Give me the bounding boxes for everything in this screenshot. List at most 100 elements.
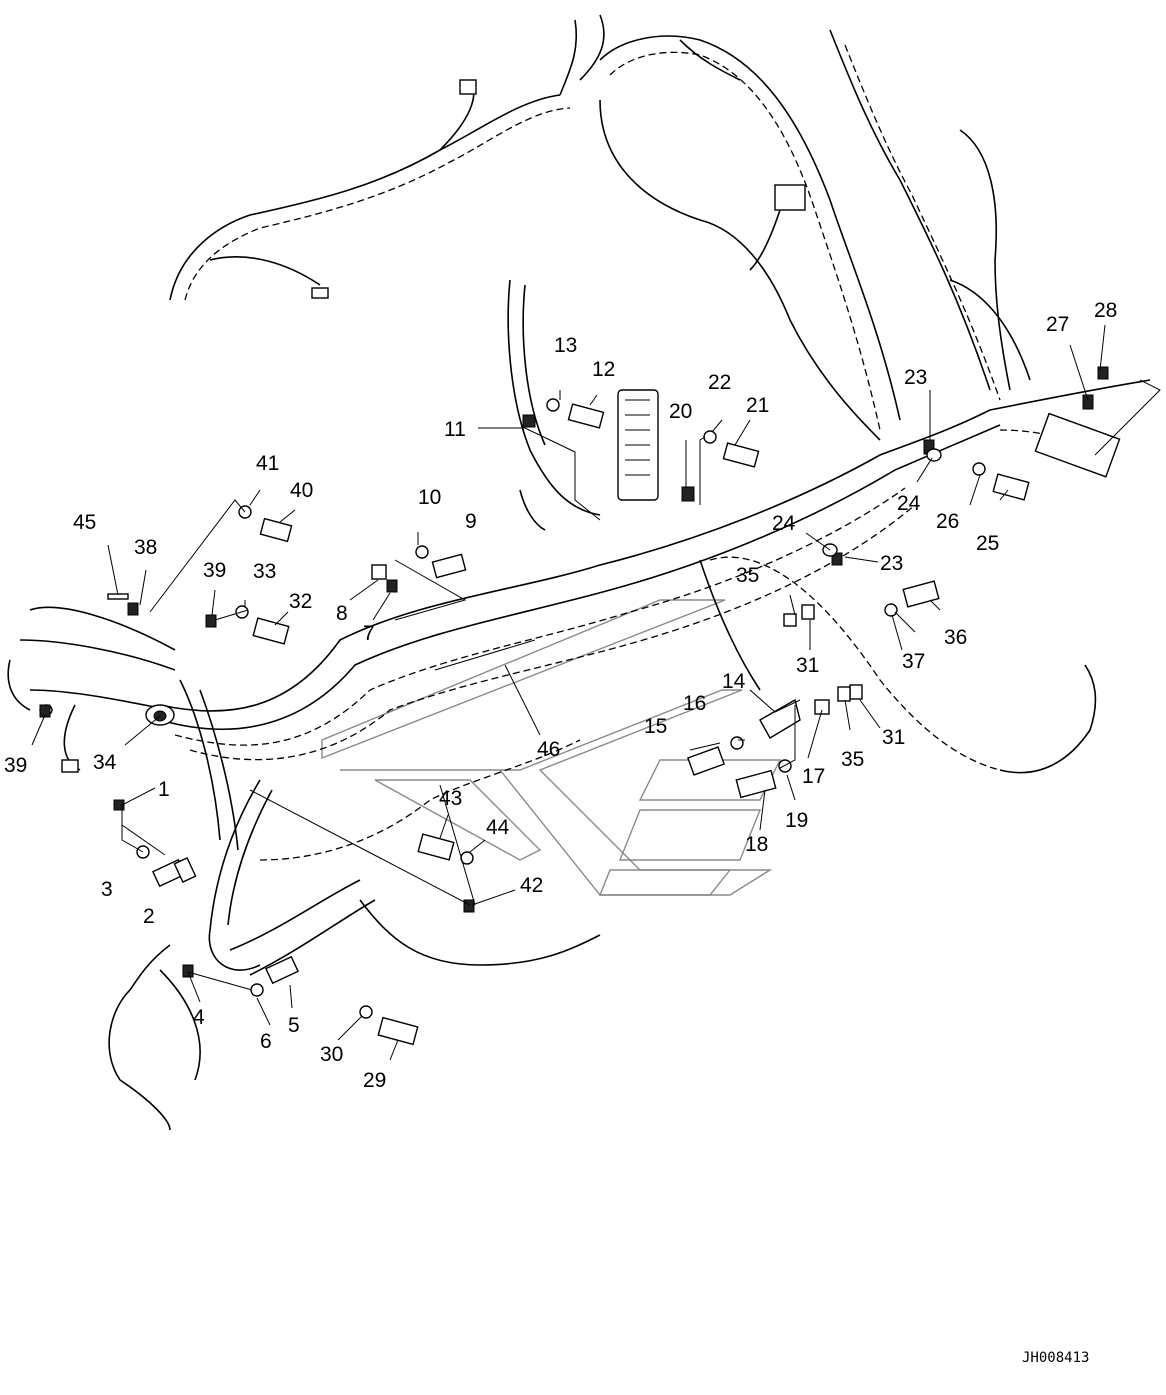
clamp-28 <box>1097 366 1109 380</box>
bolt-9 <box>431 553 467 579</box>
callout-41[interactable]: 41 <box>256 452 279 475</box>
bracket-14 <box>759 698 801 739</box>
drawing-reference-code: JH008413 <box>1022 1350 1089 1366</box>
bolt-21 <box>722 442 760 468</box>
callout-40[interactable]: 40 <box>290 479 313 502</box>
callout-2[interactable]: 2 <box>143 905 155 928</box>
callout-37[interactable]: 37 <box>902 650 925 673</box>
callout-26[interactable]: 26 <box>936 510 959 533</box>
callout-11[interactable]: 11 <box>444 418 466 441</box>
callout-17[interactable]: 17 <box>802 765 825 788</box>
bolt-15 <box>686 746 726 776</box>
bolt-12 <box>567 403 605 429</box>
callout-28[interactable]: 28 <box>1094 299 1117 322</box>
callout-35-upper[interactable]: 35 <box>736 564 759 587</box>
callout-30[interactable]: 30 <box>320 1043 343 1066</box>
clamp-11 <box>522 414 536 428</box>
left-upper-module <box>7 606 176 773</box>
washer-30 <box>359 1005 373 1019</box>
clamp-27 <box>1082 394 1094 410</box>
callout-22[interactable]: 22 <box>708 371 731 394</box>
bolt-25 <box>992 473 1030 501</box>
bolt-40 <box>259 517 293 543</box>
clamp-39-lower <box>39 704 51 718</box>
washer-6 <box>250 983 264 997</box>
callout-10[interactable]: 10 <box>418 486 441 509</box>
callout-36[interactable]: 36 <box>944 626 967 649</box>
left-lower-branch <box>108 679 601 1131</box>
callout-16[interactable]: 16 <box>683 692 706 715</box>
callout-12[interactable]: 12 <box>592 358 615 381</box>
washer-16 <box>730 736 744 750</box>
callout-7[interactable]: 7 <box>363 622 375 645</box>
callout-8[interactable]: 8 <box>336 602 348 625</box>
callout-46[interactable]: 46 <box>537 738 560 761</box>
callout-38[interactable]: 38 <box>134 536 157 559</box>
spacer-17 <box>814 699 830 715</box>
callout-29[interactable]: 29 <box>363 1069 386 1092</box>
bolt-29 <box>377 1016 419 1046</box>
clamp-39-upper <box>205 614 217 628</box>
callout-33[interactable]: 33 <box>253 560 276 583</box>
spacer-31-lower <box>849 684 863 700</box>
spacer-35-upper <box>783 613 797 627</box>
spacer-35-lower <box>837 686 851 702</box>
callout-1[interactable]: 1 <box>158 778 170 801</box>
callout-34[interactable]: 34 <box>93 751 117 774</box>
clamp-42 <box>463 899 475 913</box>
callout-21[interactable]: 21 <box>746 394 769 417</box>
callout-35-lower[interactable]: 35 <box>841 748 864 771</box>
watermark-logo <box>321 599 782 896</box>
clamp-20 <box>681 486 695 502</box>
callout-39-upper[interactable]: 39 <box>203 559 226 582</box>
washer-37 <box>884 603 898 617</box>
upper-right-branch <box>829 29 1151 478</box>
callout-32[interactable]: 32 <box>289 590 312 613</box>
callout-44[interactable]: 44 <box>486 816 510 839</box>
callout-9[interactable]: 9 <box>465 510 477 533</box>
hardware-parts <box>39 366 1109 1046</box>
clamp-38 <box>127 602 139 616</box>
washer-22 <box>703 430 717 444</box>
washer-26 <box>972 462 986 476</box>
callout-15[interactable]: 15 <box>644 715 667 738</box>
callout-31-lower[interactable]: 31 <box>882 726 905 749</box>
callout-24-lower[interactable]: 24 <box>772 512 796 535</box>
callout-18[interactable]: 18 <box>745 833 768 856</box>
callout-19[interactable]: 19 <box>785 809 808 832</box>
callout-27[interactable]: 27 <box>1046 313 1069 336</box>
callout-39-lower[interactable]: 39 <box>4 754 27 777</box>
upper-center-branch <box>599 35 901 441</box>
leader-lines <box>31 324 1161 1061</box>
callout-31-upper[interactable]: 31 <box>796 654 819 677</box>
bolt-43 <box>417 833 455 861</box>
callout-24-upper[interactable]: 24 <box>897 492 921 515</box>
bolt-32 <box>252 617 290 645</box>
callout-25[interactable]: 25 <box>976 532 999 555</box>
right-lower-branch <box>699 556 1097 774</box>
bolt-2 <box>152 857 197 888</box>
callout-42[interactable]: 42 <box>520 874 543 897</box>
callout-23-lower[interactable]: 23 <box>880 552 903 575</box>
spacer-31-upper <box>801 604 815 620</box>
callout-5[interactable]: 5 <box>288 1014 300 1037</box>
callout-23-upper[interactable]: 23 <box>904 366 927 389</box>
bolt-18 <box>735 769 777 799</box>
callout-4[interactable]: 4 <box>193 1006 205 1029</box>
washer-19 <box>778 759 792 773</box>
center-connector-block <box>507 279 659 531</box>
washer-13 <box>546 398 560 412</box>
callout-6[interactable]: 6 <box>260 1030 272 1053</box>
callout-3[interactable]: 3 <box>101 878 113 901</box>
washer-10 <box>415 545 429 559</box>
callout-14[interactable]: 14 <box>722 670 746 693</box>
callout-20[interactable]: 20 <box>669 400 692 423</box>
callout-labels: 1 2 3 4 5 6 7 8 9 10 11 12 13 14 15 16 1… <box>4 299 1117 1092</box>
bolt-5 <box>265 955 299 985</box>
spacer-8 <box>371 564 387 580</box>
callout-13[interactable]: 13 <box>554 334 577 357</box>
washer-41 <box>238 505 252 519</box>
callout-45[interactable]: 45 <box>73 511 96 534</box>
callout-43[interactable]: 43 <box>439 787 462 810</box>
